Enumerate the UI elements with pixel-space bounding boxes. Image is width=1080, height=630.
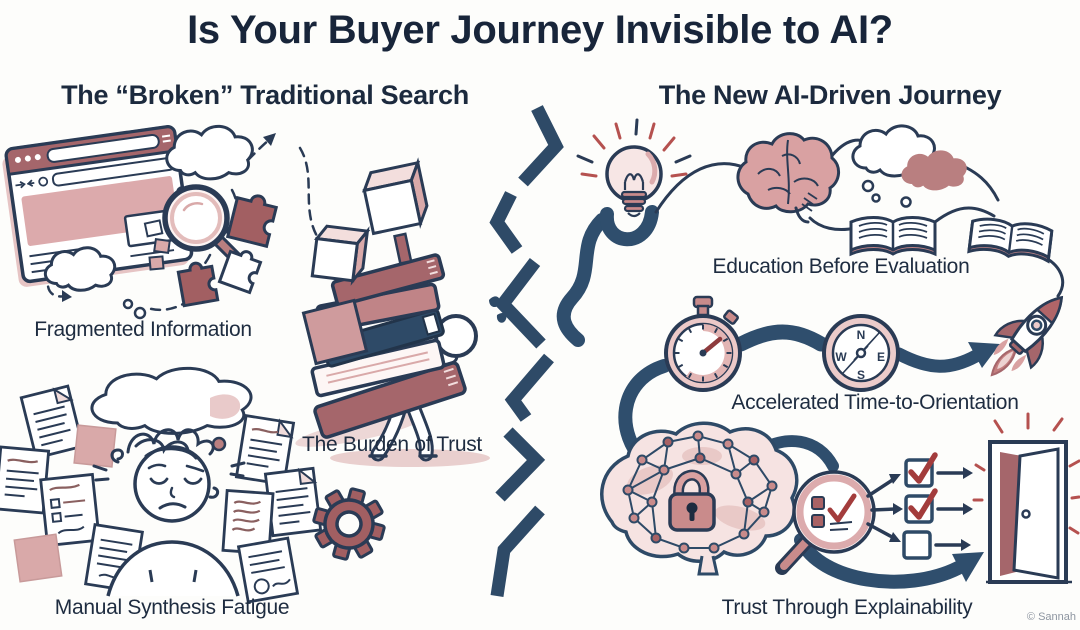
rocket-icon (990, 295, 1064, 377)
thought-cloud-icon (45, 248, 147, 320)
box-icon (362, 157, 429, 266)
sweat-drops-icon (489, 296, 507, 323)
overwhelmed-person-icon (92, 428, 246, 597)
checklist-magnifier-icon (775, 470, 876, 575)
brain-network-icon (600, 421, 799, 576)
checkbox-arrowheads (889, 467, 973, 551)
paper-icon (19, 384, 85, 460)
door-icon (972, 412, 1080, 584)
padlock-icon (668, 469, 716, 532)
label-manual-synthesis-fatigue: Manual Synthesis Fatigue (54, 596, 290, 619)
sticky-note-icon (73, 424, 117, 468)
thought-cloud-icon (851, 124, 967, 208)
scattered-fragments (143, 219, 171, 271)
lightbulb-icon (576, 118, 692, 218)
thought-cloud-icon (92, 368, 251, 433)
paper-icon (221, 488, 275, 556)
watermark: © Sannah (1026, 611, 1076, 623)
label-education-before-evaluation: Education Before Evaluation (712, 255, 970, 278)
label-accelerated-time-to-orientation: Accelerated Time-to-Orientation (731, 391, 1019, 414)
checkbox-icon (902, 530, 932, 560)
puzzle-piece-icon (219, 246, 262, 292)
paper-icon (0, 445, 51, 515)
gear-icon (312, 487, 386, 561)
checkbox-icon (904, 452, 938, 488)
browser-window-icon (2, 125, 194, 287)
compass-icon: N E S W (822, 314, 900, 392)
label-burden-of-trust: The Burden of Trust (302, 433, 482, 456)
tangled-scribble-icon (92, 428, 246, 499)
compass-s: S (857, 368, 865, 382)
stopwatch-icon (664, 295, 742, 392)
page-title: Is Your Buyer Journey Invisible to AI? (187, 8, 893, 52)
paper-icon (236, 536, 300, 604)
right-column-header: The New AI-Driven Journey (658, 80, 1002, 110)
compass-e: E (877, 350, 885, 364)
paper-icon (234, 414, 296, 486)
label-fragmented-information: Fragmented Information (34, 318, 252, 341)
puzzle-piece-icon (225, 194, 279, 249)
journey-path (556, 205, 983, 589)
checkbox-arrows (866, 471, 966, 547)
manual-synthesis-fatigue-illustration (0, 368, 323, 604)
label-trust-through-explainability: Trust Through Explainability (721, 596, 973, 619)
journey-arrowheads (952, 342, 1000, 582)
puzzle-piece-icon (177, 260, 217, 305)
door-rays (972, 412, 1080, 535)
left-column-header: The “Broken” Traditional Search (61, 80, 469, 110)
cloud-tint (210, 394, 241, 419)
compass-n: N (857, 328, 866, 342)
open-book-icon (849, 216, 937, 257)
checkbox-icon (904, 488, 938, 524)
box-icon (301, 298, 369, 366)
burden-of-trust-illustration (295, 157, 507, 467)
brain-icon (736, 132, 840, 224)
open-book-icon (969, 217, 1052, 261)
box-icon (312, 225, 367, 282)
thought-bubble-dot (211, 436, 227, 452)
sticky-note-icon (13, 533, 63, 583)
zigzag-divider (489, 105, 564, 597)
fragmented-information-illustration (2, 125, 324, 320)
compass-w: W (835, 350, 847, 364)
network-nodes (622, 430, 778, 554)
paper-icon (39, 472, 101, 548)
